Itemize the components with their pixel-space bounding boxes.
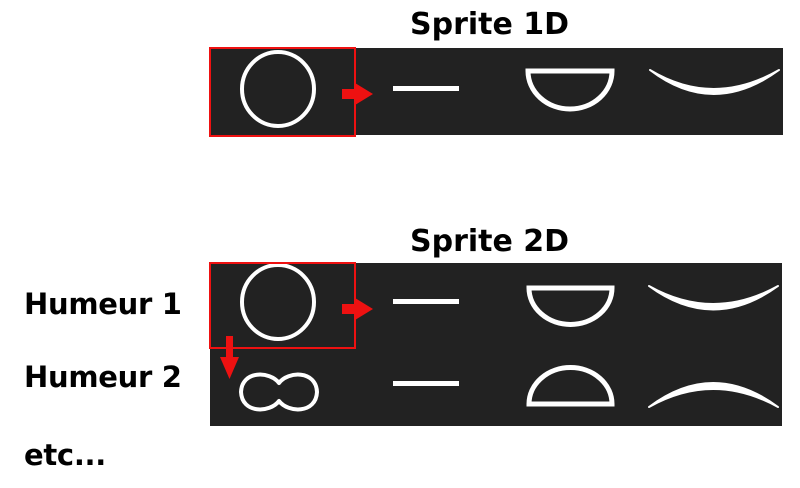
peanut-mouth-icon	[239, 372, 319, 412]
sprite-2d-row-2	[239, 365, 779, 412]
sprite-1d-title: Sprite 1D	[410, 7, 570, 42]
frown-arc-icon	[648, 382, 779, 408]
sprite-2d-title: Sprite 2D	[410, 224, 570, 259]
sprite-1d-current-frame-highlight	[209, 47, 356, 137]
flat-line-mouth-icon	[393, 299, 459, 304]
half-disc-mouth-icon	[526, 285, 615, 327]
row-label-humeur-1: Humeur 1	[24, 287, 182, 321]
row-label-humeur-2: Humeur 2	[24, 360, 182, 394]
more-rows-label: etc...	[24, 438, 106, 472]
sprite-2d-current-frame-highlight	[209, 262, 356, 349]
smile-arc-icon	[649, 69, 780, 95]
circle-mouth-icon	[240, 50, 316, 128]
flat-line-mouth-icon	[393, 86, 459, 91]
circle-mouth-icon	[240, 263, 316, 341]
flat-line-mouth-icon	[393, 381, 459, 386]
smile-arc-icon	[648, 285, 779, 311]
half-disc-mouth-icon	[525, 68, 615, 112]
right-arrow-icon	[342, 298, 373, 320]
sprite-2d-row-1	[240, 263, 779, 341]
sprite-2d-strip	[210, 263, 782, 426]
inverted-half-disc-mouth-icon	[526, 365, 615, 407]
right-arrow-icon	[342, 83, 373, 105]
